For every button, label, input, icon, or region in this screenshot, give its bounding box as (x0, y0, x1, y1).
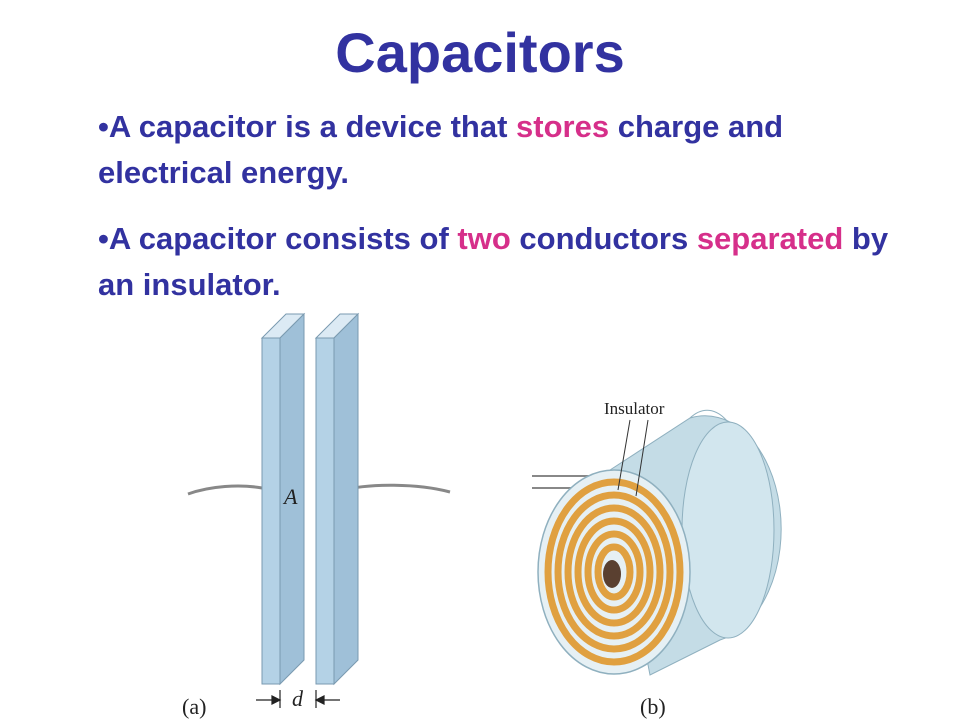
rolled-capacitor: Insulator (b) (532, 399, 782, 719)
bullet-marker: • (98, 109, 109, 144)
distance-marker (256, 690, 340, 708)
highlight-word: separated (696, 221, 844, 256)
slide-title: Capacitors (335, 21, 625, 84)
bullet-list: •A capacitor is a device that stores cha… (98, 104, 918, 328)
bullet-text: by an insulator. (98, 221, 889, 302)
highlight-word: two (457, 221, 511, 256)
left-plate (260, 312, 306, 686)
left-wire (187, 484, 263, 496)
distance-label: d (292, 686, 304, 711)
bullet-text: conductors (510, 221, 697, 256)
insulator-label: Insulator (604, 399, 665, 418)
insulator-pointer (617, 419, 631, 491)
right-plate (314, 312, 360, 686)
parallel-plate-capacitor: A d (a) (182, 312, 451, 719)
cylinder-back (681, 421, 775, 639)
area-label: A (282, 484, 298, 509)
caption-a: (a) (182, 694, 206, 719)
highlight-word: stores (516, 109, 610, 144)
bullet-item: •A capacitor is a device that stores cha… (98, 104, 918, 196)
bullet-text: charge and electrical energy. (98, 109, 784, 190)
spiral-winding (544, 478, 684, 666)
bullet-marker: • (98, 221, 109, 256)
bullet-item: •A capacitor consists of two conductors … (98, 216, 918, 308)
spiral-core (603, 560, 621, 588)
caption-b: (b) (640, 694, 666, 719)
insulator-pointer (635, 419, 649, 497)
bullet-text: A capacitor consists of (108, 221, 458, 256)
bullet-text: A capacitor is a device that (108, 109, 517, 144)
capacitor-figure: A d (a) (182, 312, 782, 719)
